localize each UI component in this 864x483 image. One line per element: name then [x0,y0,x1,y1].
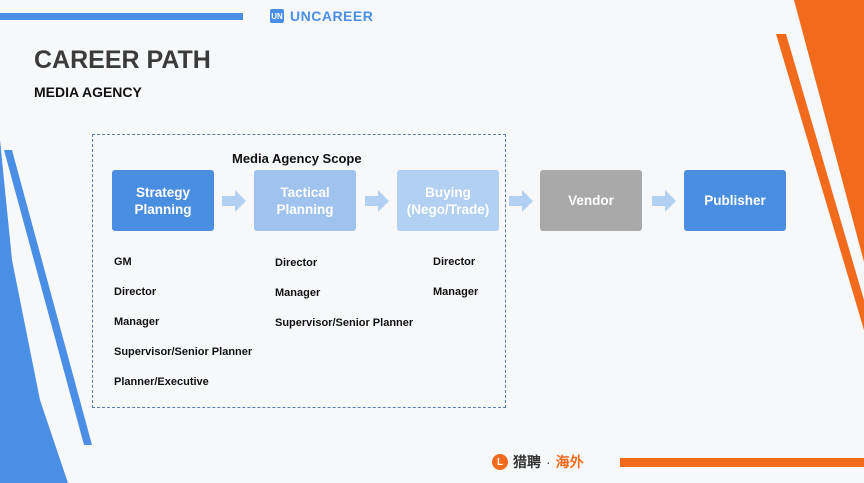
role-item: Supervisor/Senior Planner [114,346,253,358]
liepin-logo: L 猎聘 · 海外 [492,452,584,472]
slide-subtitle: MEDIA AGENCY [34,84,142,100]
logo-mark-icon: UN [270,9,284,23]
role-item: Planner/Executive [114,376,209,388]
role-item: GM [114,256,132,268]
header-bar [0,13,243,20]
arrow-right-icon [509,190,533,212]
buying-roles-list: Director Manager [433,255,478,315]
role-item: Manager [114,316,160,328]
stage-tactical-planning: Tactical Planning [254,170,356,231]
stage-buying: Buying (Nego/Trade) [397,170,499,231]
footer-logo-accent-text: 海外 [555,454,584,470]
role-item: Director [114,286,157,298]
role-item: Supervisor/Senior Planner [275,317,414,329]
arrow-right-icon [652,190,676,212]
liepin-mark-icon: L [492,454,508,470]
role-item: Director [275,257,318,269]
stage-publisher: Publisher [684,170,786,231]
role-item: Manager [433,286,479,298]
role-item: Manager [275,287,321,299]
tactical-roles-list: Director Manager Supervisor/Senior Plann… [275,256,413,346]
strategy-roles-list: GM Director Manager Supervisor/Senior Pl… [114,255,252,405]
role-item: Director [433,256,476,268]
right-thin-stripe [776,34,864,330]
arrow-right-icon [222,190,246,212]
logo-text: UNCAREER [290,8,374,24]
uncareer-logo: UN UNCAREER [270,8,373,24]
stage-vendor: Vendor [540,170,642,231]
stage-strategy-planning: Strategy Planning [112,170,214,231]
arrow-right-icon [365,190,389,212]
left-blue-stripe [0,60,68,483]
slide-title: CAREER PATH [34,46,211,74]
footer-separator: · [546,454,551,470]
scope-label: Media Agency Scope [232,151,362,166]
footer-bar [620,458,864,467]
footer-logo-text: 猎聘 [513,454,541,470]
right-orange-stripe [794,0,864,262]
left-thin-stripe [4,150,92,445]
media-agency-scope-box [92,134,506,408]
